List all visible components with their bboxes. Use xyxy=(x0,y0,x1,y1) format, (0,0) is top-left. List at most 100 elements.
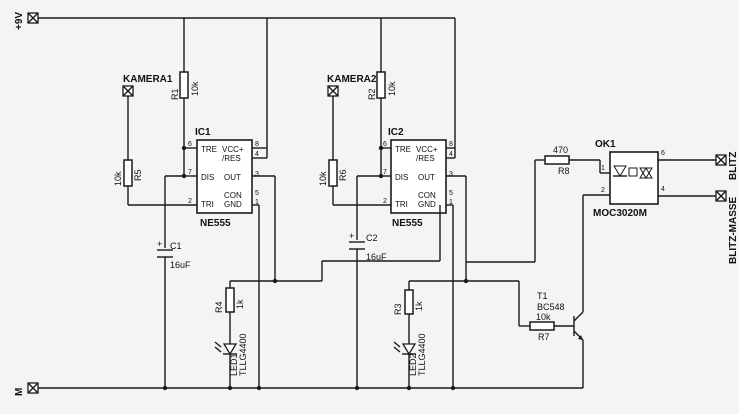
resistor-r3 xyxy=(404,289,414,315)
ic2-num-8: 8 xyxy=(449,141,453,148)
camera2-label: KAMERA2 xyxy=(327,74,377,85)
resistor-r4 xyxy=(225,287,235,313)
c2-value: 16uF xyxy=(366,252,387,262)
ic2-chip xyxy=(390,139,447,214)
led1-part: TLLG4400 xyxy=(238,333,248,376)
r1-name: R1 xyxy=(170,88,180,100)
r7-value: 10k xyxy=(536,312,551,322)
ic1-part: NE555 xyxy=(200,218,231,229)
resistor-r1 xyxy=(179,71,189,99)
blitz-masse-label: BLITZ-MASSE xyxy=(728,196,739,264)
ic2-pin-tre: TRE xyxy=(395,145,411,154)
ic2-pin-res: /RES xyxy=(416,154,435,163)
r6-name: R6 xyxy=(338,169,348,181)
led1-diode xyxy=(214,341,238,356)
ic2-num-6: 6 xyxy=(383,141,387,148)
ic1-chip xyxy=(196,139,253,214)
r8-name: R8 xyxy=(558,166,570,176)
ic1-num-6: 6 xyxy=(188,141,192,148)
ok1-pin2: 2 xyxy=(601,187,605,194)
ok1-pin1: 1 xyxy=(601,165,605,172)
junction-dot xyxy=(162,385,168,391)
r5-value: 10k xyxy=(113,171,123,186)
ic2-pin-vcc: VCC+ xyxy=(416,145,438,154)
ok1-name: OK1 xyxy=(595,139,616,150)
ic2-pin-out: OUT xyxy=(418,173,435,182)
ground-connector[interactable] xyxy=(27,382,39,394)
ic2-num-7: 7 xyxy=(383,169,387,176)
transistor-t1 xyxy=(573,311,584,341)
t1-part: BC548 xyxy=(537,302,565,312)
r2-name: R2 xyxy=(367,88,377,100)
ic2-pin-con: CON xyxy=(418,191,436,200)
resistor-r2 xyxy=(376,71,386,99)
junction-dot xyxy=(406,385,412,391)
t1-name: T1 xyxy=(537,291,548,301)
junction-dot xyxy=(256,385,262,391)
ic2-name: IC2 xyxy=(388,127,404,138)
ic1-pin-tri: TRI xyxy=(201,200,214,209)
ic2-num-3: 3 xyxy=(449,171,453,178)
ic1-num-5: 5 xyxy=(255,190,259,197)
ok1-pin4: 4 xyxy=(661,186,665,193)
ic1-num-2: 2 xyxy=(188,198,192,205)
ic1-num-3: 3 xyxy=(255,171,259,178)
ic1-pin-res: /RES xyxy=(222,154,241,163)
r6-value: 10k xyxy=(318,171,328,186)
r4-value: 1k xyxy=(235,299,245,309)
camera2-connector[interactable] xyxy=(327,85,339,97)
junction-dot xyxy=(272,278,278,284)
junction-dot xyxy=(227,385,233,391)
junction-dot xyxy=(450,385,456,391)
ic1-pin-tre: TRE xyxy=(201,145,217,154)
ic1-pin-con: CON xyxy=(224,191,242,200)
c2-polarity: + xyxy=(349,231,354,241)
ic1-name: IC1 xyxy=(195,127,211,138)
ic1-num-1: 1 xyxy=(255,199,259,206)
ic2-num-4: 4 xyxy=(449,151,453,158)
ic1-pin-out: OUT xyxy=(224,173,241,182)
junction-dot xyxy=(354,385,360,391)
resistor-r8 xyxy=(544,155,570,165)
ok1-part: MOC3020M xyxy=(593,208,647,219)
ic2-num-1: 1 xyxy=(449,199,453,206)
resistor-r6 xyxy=(328,159,338,187)
r8-value: 470 xyxy=(553,145,568,155)
r5-name: R5 xyxy=(133,169,143,181)
c1-value: 16uF xyxy=(170,260,191,270)
r3-value: 1k xyxy=(414,301,424,311)
ic2-pin-dis: DIS xyxy=(395,173,408,182)
led1-name: LED1 xyxy=(229,353,239,376)
r4-name: R4 xyxy=(214,301,224,313)
resistor-r7 xyxy=(529,321,555,331)
capacitor-c1 xyxy=(157,249,173,258)
r7-name: R7 xyxy=(538,332,550,342)
blitz-connector[interactable] xyxy=(715,154,727,166)
c2-name: C2 xyxy=(366,233,378,243)
ic1-pin-gnd: GND xyxy=(224,200,242,209)
ic1-num-4: 4 xyxy=(255,151,259,158)
resistor-r5 xyxy=(123,159,133,187)
r2-value: 10k xyxy=(387,81,397,96)
camera1-connector[interactable] xyxy=(122,85,134,97)
ic2-num-2: 2 xyxy=(383,198,387,205)
optocoupler-internals xyxy=(613,165,653,179)
ok1-pin6: 6 xyxy=(661,150,665,157)
ic2-pin-tri: TRI xyxy=(395,200,408,209)
ground-label: M xyxy=(14,388,25,396)
ic2-part: NE555 xyxy=(392,218,423,229)
supply-connector[interactable] xyxy=(27,12,39,24)
ic1-num-7: 7 xyxy=(188,169,192,176)
c1-name: C1 xyxy=(170,241,182,251)
r3-name: R3 xyxy=(393,303,403,315)
c1-polarity: + xyxy=(157,239,162,249)
capacitor-c2 xyxy=(349,241,365,250)
supply-label: +9V xyxy=(14,12,25,30)
blitz-masse-connector[interactable] xyxy=(715,190,727,202)
junction-dot xyxy=(463,278,469,284)
ic1-pin-vcc: VCC+ xyxy=(222,145,244,154)
r1-value: 10k xyxy=(190,81,200,96)
ic2-pin-gnd: GND xyxy=(418,200,436,209)
camera1-label: KAMERA1 xyxy=(123,74,173,85)
